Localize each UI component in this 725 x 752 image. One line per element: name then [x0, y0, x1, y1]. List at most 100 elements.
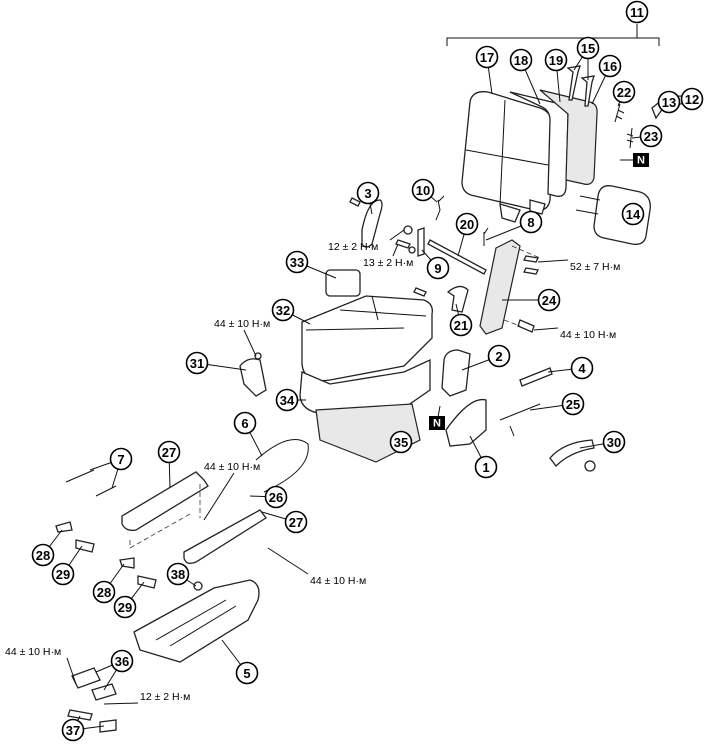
callout-circle: [474, 455, 498, 479]
pin-10: [435, 195, 445, 221]
torque-leader: [267, 547, 309, 575]
callout-21: 21: [449, 313, 473, 337]
callout-34: 34: [275, 388, 299, 412]
headrest-posts: [575, 195, 601, 215]
handle-3: [361, 199, 383, 248]
parts-artwork: [55, 24, 685, 733]
callout-11: 11: [625, 0, 649, 24]
callout-number: 13: [662, 95, 676, 110]
callout-36: 36: [110, 649, 134, 673]
callout-23: 23: [639, 124, 663, 148]
cover-21: [446, 285, 469, 313]
callout-12: 12: [680, 87, 704, 111]
callout-38: 38: [166, 562, 190, 586]
torque-label: 44 ± 10 Н·м: [560, 329, 616, 341]
callout-circle: [598, 54, 622, 78]
callout-number: 16: [603, 59, 617, 74]
n-box: [633, 153, 649, 167]
bolt-15: [566, 65, 595, 107]
callout-number: 4: [578, 361, 586, 376]
callout-number: 32: [276, 303, 290, 318]
seatback-base-tabs: [499, 199, 546, 223]
callout-16: 16: [598, 54, 622, 78]
callout-number: 38: [171, 567, 185, 582]
seatback-cushion-17: [461, 91, 553, 211]
callout-circle: [235, 661, 259, 685]
callout-number: 19: [549, 53, 563, 68]
callout-circle: [284, 510, 308, 534]
callout-number: 5: [243, 666, 250, 681]
callout-number: 23: [644, 129, 658, 144]
callout-number: 34: [280, 393, 295, 408]
callout-28: 28: [31, 543, 55, 567]
callout-circle: [113, 595, 137, 619]
torque-leader: [103, 702, 139, 705]
torque-label: 12 ± 2 Н·м: [140, 691, 190, 703]
cover-1: [445, 398, 487, 447]
callout-circle: [275, 388, 299, 412]
callout-7: 7: [109, 447, 133, 471]
callout-circle: [680, 87, 704, 111]
n-marks: NN: [429, 153, 649, 430]
callout-31: 31: [185, 351, 209, 375]
callout-number: 3: [364, 186, 371, 201]
torque-label: 13 ± 2 Н·м: [363, 257, 413, 269]
callout-circle: [31, 543, 55, 567]
callout-number: 22: [617, 85, 631, 100]
callout-22: 22: [612, 80, 636, 104]
callout-circle: [233, 411, 257, 435]
callout-circle: [509, 48, 533, 72]
recliner-24: [479, 239, 521, 335]
callout-29: 29: [51, 562, 75, 586]
callout-circle: [389, 430, 413, 454]
callout-circle: [537, 288, 561, 312]
torque-label: 44 ± 10 Н·м: [310, 575, 366, 587]
callout-circle: [487, 344, 511, 368]
callout-circle: [356, 181, 380, 205]
callout-circle: [110, 649, 134, 673]
tray-inner: [155, 599, 237, 647]
callout-circle: [602, 430, 626, 454]
callout-28: 28: [92, 580, 116, 604]
callout-circle: [455, 212, 479, 236]
callout-26: 26: [264, 485, 288, 509]
n-mark: N: [429, 416, 445, 430]
group-bracket: [446, 24, 660, 46]
torque-leader: [537, 259, 569, 263]
spring-22: [614, 103, 625, 123]
damper-4: [519, 367, 553, 387]
cover-28a: [55, 521, 73, 533]
callout-number: 12: [685, 92, 699, 107]
callout-circle: [561, 392, 585, 416]
bolts-52nm: [523, 255, 539, 275]
callout-number: 17: [480, 50, 494, 65]
knob-30: [584, 460, 596, 472]
callout-circle: [519, 210, 543, 234]
dash-24: [503, 245, 541, 327]
bracket-9: [417, 227, 425, 257]
callout-number: 24: [542, 293, 557, 308]
callout-number: 27: [162, 445, 176, 460]
bolt-44nm-right: [517, 319, 535, 333]
callout-number: 10: [416, 183, 430, 198]
callout-number: 37: [66, 723, 80, 738]
callout-number: 30: [607, 435, 621, 450]
callout-27: 27: [157, 440, 181, 464]
callout-circle: [576, 36, 600, 60]
callout-circle: [271, 298, 295, 322]
rail-dash: [129, 484, 201, 549]
callout-number: 18: [514, 53, 528, 68]
callout-circle: [475, 45, 499, 69]
bolt-31: [254, 352, 262, 360]
callout-15: 15: [576, 36, 600, 60]
callout-number: 25: [566, 397, 580, 412]
seat-cushion-seam: [305, 295, 427, 331]
torque-label: 44 ± 10 Н·м: [5, 646, 61, 658]
callout-number: 20: [460, 217, 474, 232]
bar-25: [499, 403, 541, 437]
callout-37: 37: [61, 718, 85, 742]
bolt-13nm: [395, 239, 411, 249]
callout-number: 11: [630, 5, 644, 20]
